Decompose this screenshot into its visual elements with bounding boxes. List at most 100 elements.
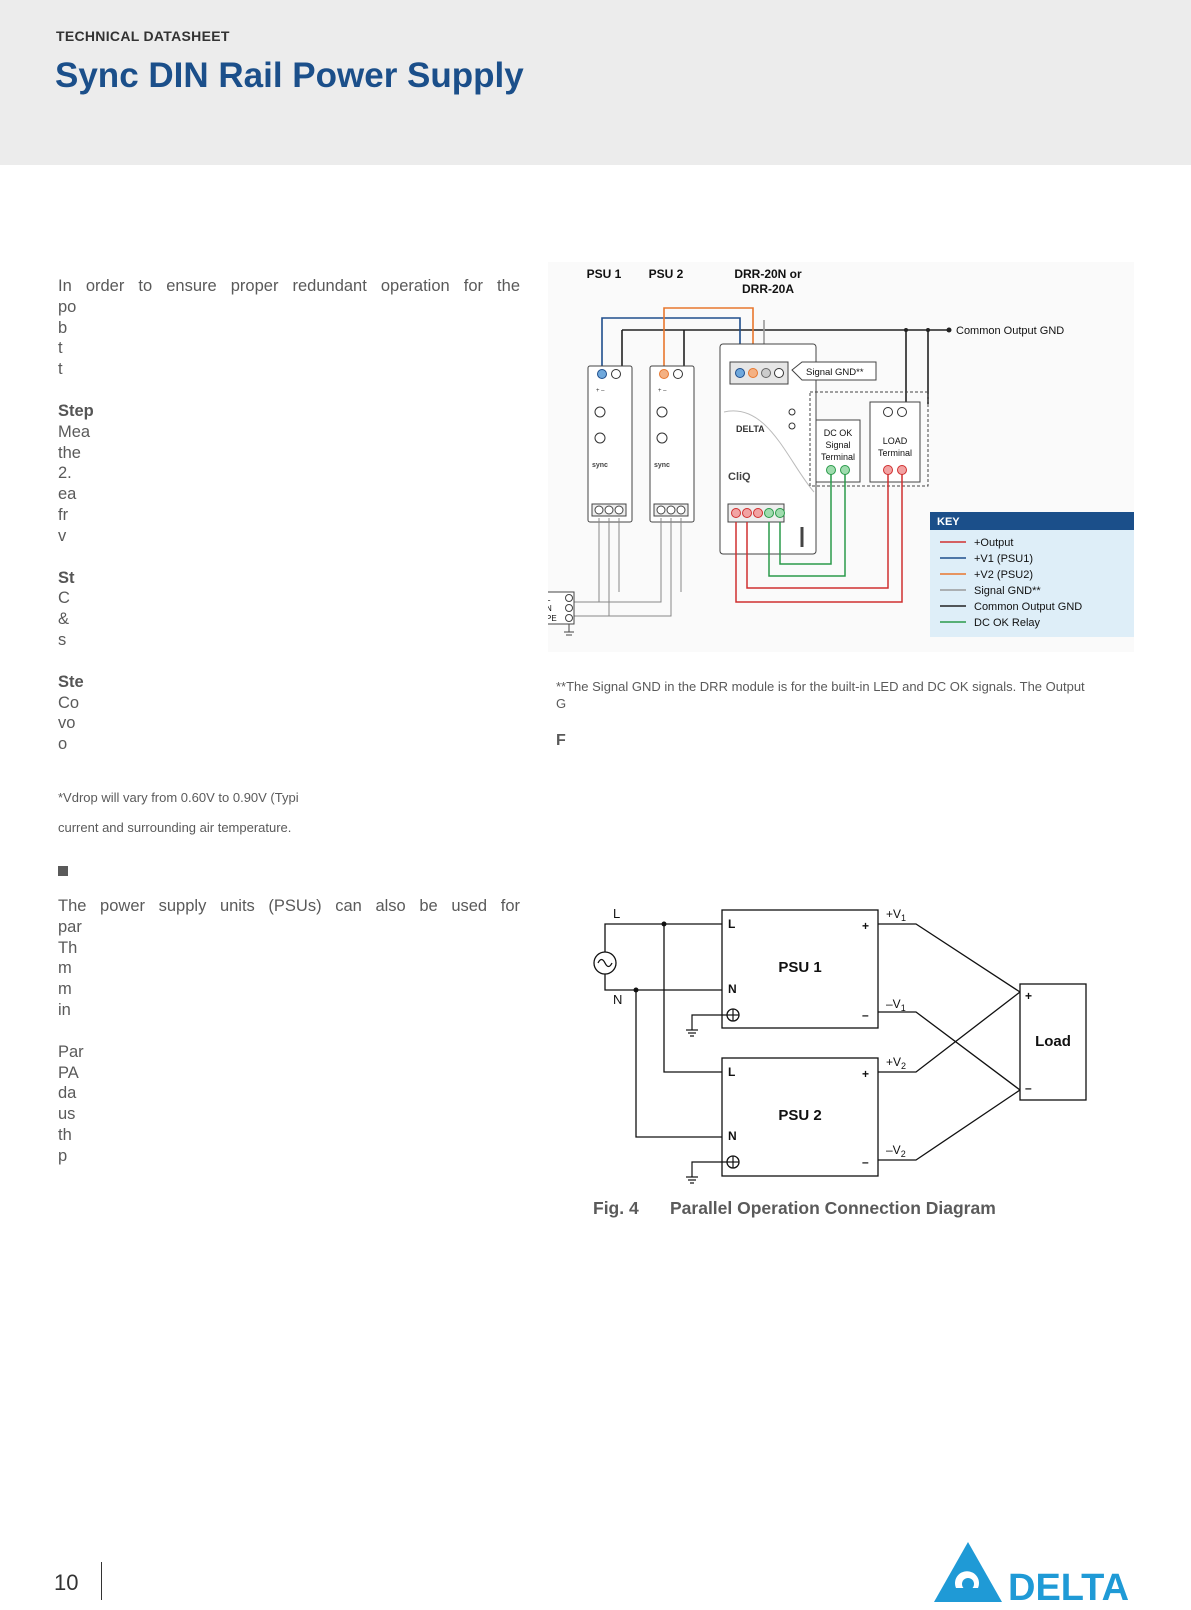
vdrop-footnote: *Vdrop will vary from 0.60V to 0.90V (Ty… <box>58 789 299 805</box>
step-frag: Co <box>58 693 80 712</box>
signal-gnd-label: Signal GND** <box>806 367 864 378</box>
drr-label: DRR-20A <box>742 282 794 296</box>
parallel-frag: Th <box>58 938 78 957</box>
psu1-block: L N PSU 1 + – <box>721 909 879 1029</box>
line-label: L <box>613 906 620 921</box>
dcok-label: Signal <box>825 440 850 450</box>
dcok-terminal: DC OK Signal Terminal <box>815 419 861 483</box>
square-bullet-icon <box>58 866 68 876</box>
section-bullet <box>58 863 68 881</box>
plus-terminal: + <box>862 1067 869 1081</box>
v1-plus-label: +V1 <box>886 907 906 923</box>
wire-node <box>904 328 908 332</box>
step-frag: fr <box>58 505 69 524</box>
terminal-group <box>809 391 929 487</box>
output-wire <box>878 1089 1021 1161</box>
mains-terminal: L N PE <box>548 591 575 636</box>
doc-type-label: TECHNICAL DATASHEET <box>56 28 230 44</box>
step-frag: & <box>58 610 70 629</box>
step-heading: St <box>58 568 75 587</box>
key-item: Signal GND** <box>974 585 1041 597</box>
step-frag: vo <box>58 714 76 733</box>
key-item: +Output <box>974 537 1013 549</box>
key-title: KEY <box>937 516 960 528</box>
minus-terminal: – <box>862 1155 869 1169</box>
line-wire <box>604 923 722 955</box>
step-frag: v <box>58 526 67 545</box>
redundancy-wiring-diagram: PSU 1 PSU 2 DRR-20N or DRR-20A Common Ou… <box>548 262 1134 652</box>
signal-gnd-callout: Signal GND** <box>791 361 877 381</box>
key-item: Common Output GND <box>974 601 1082 613</box>
wire-node <box>946 327 952 333</box>
load-title: Load <box>1035 1033 1071 1050</box>
vdrop-footnote: current and surrounding air temperature. <box>58 819 292 835</box>
redundancy-text: In order to ensure proper redundant oper… <box>58 276 520 849</box>
psu2-block: L N PSU 2 + – <box>721 1057 879 1177</box>
parallel-frag: PA <box>58 1063 79 1082</box>
load-terminal: LOAD Terminal <box>869 401 921 483</box>
load-block: + – Load <box>1019 983 1087 1101</box>
sync-logo: sync <box>654 462 670 469</box>
dcok-wire <box>779 474 832 565</box>
drr-brand: DELTA <box>736 424 765 434</box>
svg-text:+ –: + – <box>596 388 605 394</box>
figure-title: Parallel Operation Connection Diagram <box>670 1198 996 1218</box>
parallel-frag: par <box>58 917 82 936</box>
parallel-frag: th <box>58 1125 72 1144</box>
psu2-label: PSU 2 <box>649 267 684 281</box>
ac-input-wires <box>574 518 682 617</box>
neutral-label: N <box>613 992 622 1007</box>
neutral-wire <box>635 990 722 1138</box>
svg-text:+ –: + – <box>658 388 667 394</box>
key-item: DC OK Relay <box>974 617 1041 629</box>
parallel-frag: us <box>58 1105 76 1124</box>
parallel-frag: m <box>58 980 72 999</box>
parallel-frag: p <box>58 1146 68 1165</box>
step-frag: Mea <box>58 422 91 441</box>
figure-number: Fig. 4 <box>593 1198 639 1218</box>
v2-wire <box>663 307 754 372</box>
mains-l-label: L <box>548 594 551 603</box>
load-terminal-label: Terminal <box>878 448 912 458</box>
dcok-wire <box>768 474 846 577</box>
load-terminal-label: LOAD <box>883 436 908 446</box>
psu2-module: + – sync <box>649 365 695 523</box>
wire-node <box>926 328 930 332</box>
output-wire <box>735 474 903 603</box>
clix-logo: CliQ <box>728 471 751 483</box>
psu1-label: PSU 1 <box>587 267 622 281</box>
line-wire <box>663 924 722 1073</box>
parallel-intro-line: The power supply units (PSUs) can also b… <box>58 897 520 915</box>
step-heading: Step <box>58 401 94 420</box>
sync-logo: sync <box>592 462 608 469</box>
dcok-label: DC OK <box>824 428 853 438</box>
input-n-label: N <box>728 1129 737 1143</box>
page-number: 10 <box>54 1570 79 1595</box>
footer-divider <box>101 1562 102 1600</box>
delta-logo: DELTA <box>934 1542 1129 1604</box>
ground-wire <box>691 1014 727 1030</box>
input-l-label: L <box>728 917 735 931</box>
load-minus: – <box>1025 1081 1032 1095</box>
intro-frag: t <box>58 339 63 358</box>
intro-frag: b <box>58 318 68 337</box>
note-line: **The Signal GND in the DRR module is fo… <box>556 679 1085 694</box>
v2-minus-label: –V2 <box>886 1143 906 1159</box>
step-frag: s <box>58 630 67 649</box>
parallel-frag: m <box>58 959 72 978</box>
key-item: +V1 (PSU1) <box>974 553 1033 565</box>
ground-wire <box>691 1161 727 1177</box>
output-wire <box>878 991 1021 1073</box>
psu2-title: PSU 2 <box>778 1107 821 1124</box>
page-header: TECHNICAL DATASHEET Sync DIN Rail Power … <box>0 0 1191 165</box>
key-item: +V2 (PSU2) <box>974 569 1033 581</box>
input-l-label: L <box>728 1065 735 1079</box>
step-frag: the <box>58 443 81 462</box>
step-frag: o <box>58 735 68 754</box>
step-frag: C <box>58 589 70 608</box>
parallel-frag: da <box>58 1084 77 1103</box>
common-gnd-label: Common Output GND <box>956 325 1064 337</box>
wiring-key: KEY +Output +V1 (PSU1) +V2 (PSU2) Signal… <box>930 512 1134 637</box>
psu1-module: + – sync <box>587 365 633 523</box>
input-n-label: N <box>728 982 737 996</box>
